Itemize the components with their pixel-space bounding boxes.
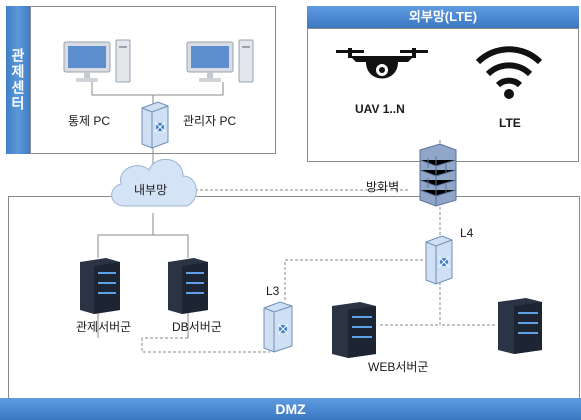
cloud-icon [111,158,197,207]
firewall-icon [419,143,457,207]
l4-to-web-line [439,282,495,326]
wifi-icon [475,46,543,99]
l3-to-l4-line [284,259,425,300]
l3-label: L3 [266,284,280,298]
uav-label: UAV 1..N [355,102,405,116]
l4-label: L4 [460,226,474,240]
control-pc-label: 통제 PC [68,114,111,128]
control-center-bar: 관제센터 [6,6,30,154]
internal-switch-icon [141,101,169,149]
dmz-label: DMZ [275,401,306,417]
control-server-label: 관제서버군 [76,320,132,334]
pc-link-line [91,82,224,96]
dmz-bar: DMZ [0,398,581,420]
drone-icon [336,48,428,79]
lte-label: LTE [499,116,521,130]
cloud-to-db-server-line [153,234,189,258]
internal-network-label: 내부망 [134,183,168,197]
control-center-label: 관제센터 [10,48,26,112]
control-server-icon [80,258,120,314]
cloud-to-control-server-line [97,213,154,258]
l3-switch-icon [263,301,293,353]
db-server-icon [168,258,208,314]
control-pc-icon [63,39,131,83]
external-network-title: 외부망(LTE) [408,9,478,24]
web-server-label: WEB서버군 [368,360,429,374]
db-server-label: DB서버군 [172,320,222,334]
server-bus-line [141,338,270,353]
web-server-2-icon [498,298,542,354]
web-server-icon [332,302,376,358]
admin-pc-icon [186,39,254,83]
external-network-header: 외부망(LTE) [307,6,579,28]
admin-pc-label: 관리자 PC [183,114,237,128]
firewall-label: 방화벽 [366,180,400,194]
l4-switch-icon [425,235,453,285]
